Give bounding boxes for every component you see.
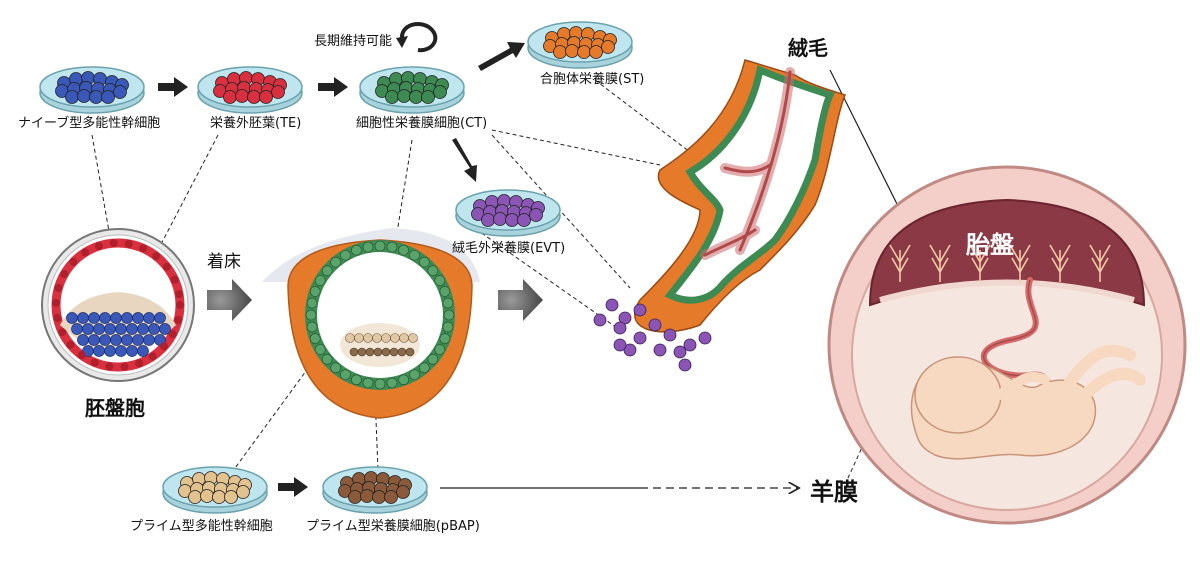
label-te: 栄養外胚葉(TE) [210, 116, 302, 131]
gray-arrow-1 [207, 279, 252, 321]
label-ct: 細胞性栄養膜細胞(CT) [356, 116, 488, 131]
gray-arrow-2 [498, 279, 543, 321]
label-pbap: プライム型栄養膜細胞(pBAP) [306, 519, 480, 534]
label-villi: 絨毛 [788, 36, 828, 60]
dish-primed-icon [162, 466, 268, 514]
label-primed-psc: プライム型多能性幹細胞 [130, 519, 273, 534]
label-blastocyst: 胚盤胞 [85, 396, 145, 420]
label-naive-psc: ナイーブ型多能性幹細胞 [18, 116, 161, 131]
label-long-term: 長期維持可能 [314, 34, 393, 49]
dish-st-icon [527, 21, 633, 69]
label-evt: 絨毛外栄養膜(EVT) [452, 241, 566, 256]
villus-icon [593, 59, 846, 372]
dish-ct-icon [359, 66, 465, 114]
blastocyst-icon [41, 228, 195, 382]
flow-arrows [158, 42, 525, 497]
label-st: 合胞体栄養膜(ST) [540, 72, 645, 87]
loop-arrow-icon [399, 22, 438, 53]
connector-lines [91, 79, 871, 479]
dish-evt-icon [455, 189, 561, 237]
dish-pbap-icon [322, 466, 428, 514]
implanting-embryo-icon [262, 228, 480, 419]
dish-naive-icon [39, 66, 145, 114]
label-placenta: 胎盤 [966, 231, 1014, 259]
label-amnion: 羊膜 [810, 478, 858, 506]
uterus-fetus-icon [827, 165, 1187, 525]
label-implantation: 着床 [207, 252, 241, 272]
dish-te-icon [197, 66, 303, 114]
